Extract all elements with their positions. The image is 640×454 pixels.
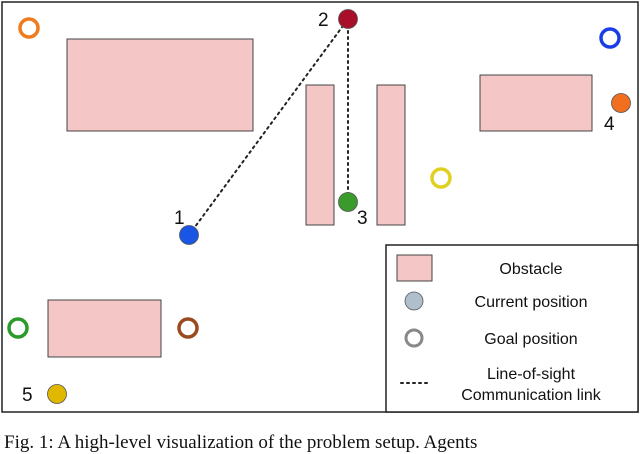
obstacle [47, 299, 162, 358]
agent-label: 1 [174, 208, 185, 229]
obstacles [47, 38, 593, 358]
goal-positions [7, 17, 621, 339]
goal-marker [430, 167, 452, 189]
communication-links [188, 18, 349, 236]
agent-marker [338, 192, 358, 212]
agent-label: 3 [357, 208, 368, 229]
legend-goal-swatch [404, 328, 424, 348]
figure-caption: Fig. 1: A high-level visualization of th… [4, 432, 478, 453]
obstacle [376, 84, 406, 226]
obstacle [305, 84, 335, 226]
legend-link-label-line2: Communication link [461, 387, 602, 404]
legend-current-swatch [404, 291, 424, 311]
goal-marker [7, 317, 29, 339]
agent-label: 4 [604, 114, 615, 135]
agent-marker [338, 9, 358, 29]
agent-marker [179, 225, 199, 245]
agent-labels: 1 2 3 4 5 [22, 10, 615, 406]
obstacle [66, 38, 254, 132]
agent-label: 2 [318, 10, 329, 31]
legend-obstacle-label: Obstacle [499, 261, 562, 278]
legend-current-label: Current position [475, 294, 588, 311]
agent-label: 5 [22, 385, 33, 406]
legend-goal-label: Goal position [484, 331, 577, 348]
legend-obstacle-swatch [396, 254, 433, 282]
legend: Obstacle Current position Goal position … [385, 244, 639, 413]
goal-marker [177, 317, 199, 339]
legend-link-label-line1: Line-of-sight [487, 366, 576, 383]
obstacle [479, 74, 593, 132]
goal-marker [18, 17, 40, 39]
link-agent1-agent2 [188, 18, 349, 236]
agents [47, 9, 631, 404]
map-frame [1, 1, 639, 413]
agent-marker [47, 384, 67, 404]
goal-marker [599, 27, 621, 49]
agent-marker [611, 93, 631, 113]
